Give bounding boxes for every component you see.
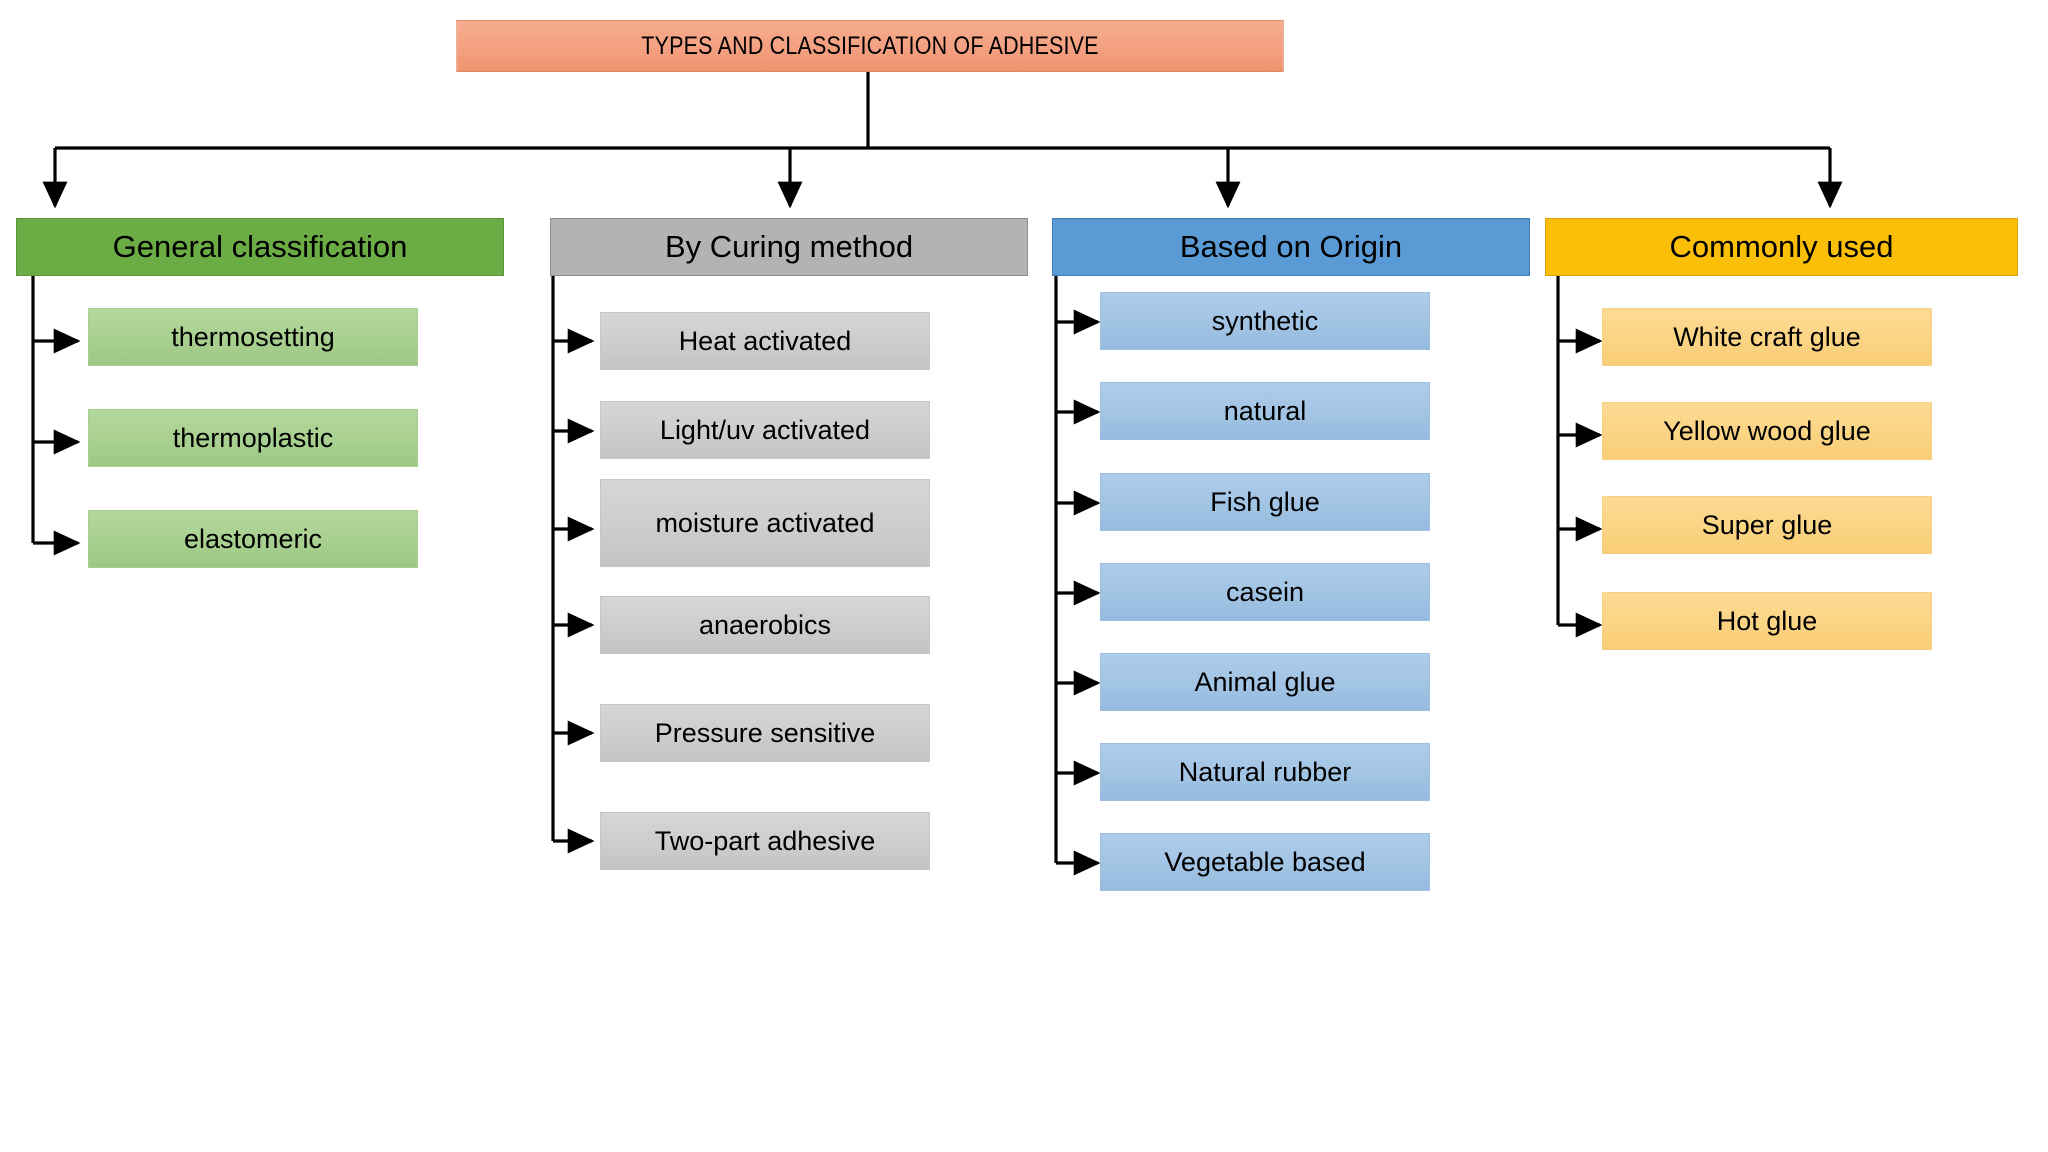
node-moisture-activated[interactable]: moisture activated xyxy=(600,479,930,567)
node-label: Hot glue xyxy=(1716,605,1818,636)
column-header-label: By Curing method xyxy=(664,228,914,264)
node-label: natural xyxy=(1223,395,1307,426)
node-label: Heat activated xyxy=(678,325,852,356)
node-label: Super glue xyxy=(1701,509,1833,540)
node-white-craft-glue[interactable]: White craft glue xyxy=(1602,308,1932,366)
node-yellow-wood-glue[interactable]: Yellow wood glue xyxy=(1602,402,1932,460)
node-elastomeric[interactable]: elastomeric xyxy=(88,510,418,568)
node-label: Yellow wood glue xyxy=(1663,415,1871,446)
node-label: casein xyxy=(1225,576,1305,607)
node-label: Pressure sensitive xyxy=(654,717,876,748)
node-anaerobics[interactable]: anaerobics xyxy=(600,596,930,654)
node-light-uv-activated[interactable]: Light/uv activated xyxy=(600,401,930,459)
node-natural-rubber[interactable]: Natural rubber xyxy=(1100,743,1430,801)
node-animal-glue[interactable]: Animal glue xyxy=(1100,653,1430,711)
column-header-label: Based on Origin xyxy=(1179,228,1403,264)
node-fish-glue[interactable]: Fish glue xyxy=(1100,473,1430,531)
diagram-title: TYPES AND CLASSIFICATION OF ADHESIVE xyxy=(456,20,1284,72)
node-natural[interactable]: natural xyxy=(1100,382,1430,440)
node-casein[interactable]: casein xyxy=(1100,563,1430,621)
node-two-part-adhesive[interactable]: Two-part adhesive xyxy=(600,812,930,870)
node-label: moisture activated xyxy=(655,507,875,538)
node-super-glue[interactable]: Super glue xyxy=(1602,496,1932,554)
node-label: thermosetting xyxy=(171,321,335,352)
column-header-commonly-used[interactable]: Commonly used xyxy=(1545,218,2018,276)
node-label: elastomeric xyxy=(183,523,323,554)
node-hot-glue[interactable]: Hot glue xyxy=(1602,592,1932,650)
node-label: anaerobics xyxy=(698,609,832,640)
node-heat-activated[interactable]: Heat activated xyxy=(600,312,930,370)
column-header-by-curing-method[interactable]: By Curing method xyxy=(550,218,1028,276)
node-label: Two-part adhesive xyxy=(654,825,876,856)
column-header-general-classification[interactable]: General classification xyxy=(16,218,504,276)
node-thermoplastic[interactable]: thermoplastic xyxy=(88,409,418,467)
node-vegetable-based[interactable]: Vegetable based xyxy=(1100,833,1430,891)
node-label: thermoplastic xyxy=(172,422,334,453)
node-label: White craft glue xyxy=(1673,321,1861,352)
node-label: Light/uv activated xyxy=(659,414,871,445)
column-header-label: General classification xyxy=(112,228,408,264)
node-label: synthetic xyxy=(1211,305,1319,336)
node-pressure-sensitive[interactable]: Pressure sensitive xyxy=(600,704,930,762)
node-label: Vegetable based xyxy=(1164,846,1366,877)
node-synthetic[interactable]: synthetic xyxy=(1100,292,1430,350)
node-thermosetting[interactable]: thermosetting xyxy=(88,308,418,366)
column-header-label: Commonly used xyxy=(1669,228,1894,264)
node-label: Fish glue xyxy=(1210,486,1320,517)
diagram-title-label: TYPES AND CLASSIFICATION OF ADHESIVE xyxy=(641,32,1099,60)
node-label: Natural rubber xyxy=(1178,756,1352,787)
column-header-based-on-origin[interactable]: Based on Origin xyxy=(1052,218,1530,276)
node-label: Animal glue xyxy=(1194,666,1336,697)
